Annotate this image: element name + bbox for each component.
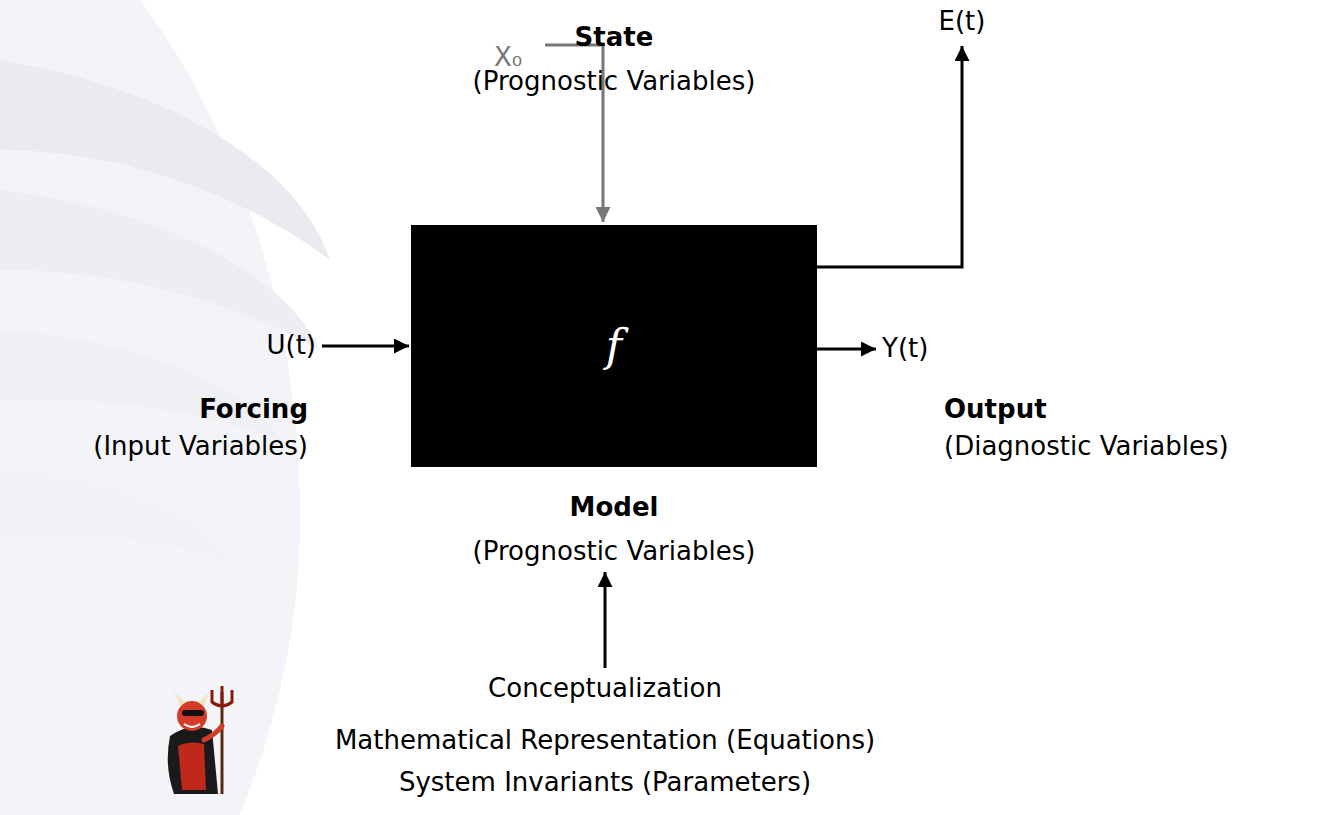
- text-label: (Prognostic Variables): [473, 536, 756, 567]
- swoosh: [0, 470, 230, 560]
- model-input-arrow: [604, 572, 607, 668]
- devil-icon: [168, 686, 232, 794]
- text-label: System Invariants (Parameters): [399, 767, 811, 798]
- output-arrow: [817, 348, 876, 351]
- forcing-arrow: [322, 345, 409, 348]
- heading-label: Forcing: [199, 394, 308, 425]
- text-label: Y(t): [882, 333, 928, 364]
- heading-label: State: [575, 22, 654, 53]
- text-label: U(t): [266, 330, 316, 361]
- text-label: E(t): [939, 6, 986, 37]
- text-label: (Diagnostic Variables): [944, 431, 1229, 462]
- text-label: (Input Variables): [93, 431, 308, 462]
- heading-label: Output: [944, 394, 1047, 425]
- text-label: Conceptualization: [488, 673, 722, 704]
- error-arrow: [817, 46, 962, 267]
- swoosh: [0, 190, 320, 350]
- model-box: f: [411, 225, 817, 467]
- text-label: Mathematical Representation (Equations): [335, 725, 875, 756]
- function-symbol: f: [606, 322, 622, 370]
- text-label: X₀: [494, 42, 522, 73]
- heading-label: Model: [570, 492, 659, 523]
